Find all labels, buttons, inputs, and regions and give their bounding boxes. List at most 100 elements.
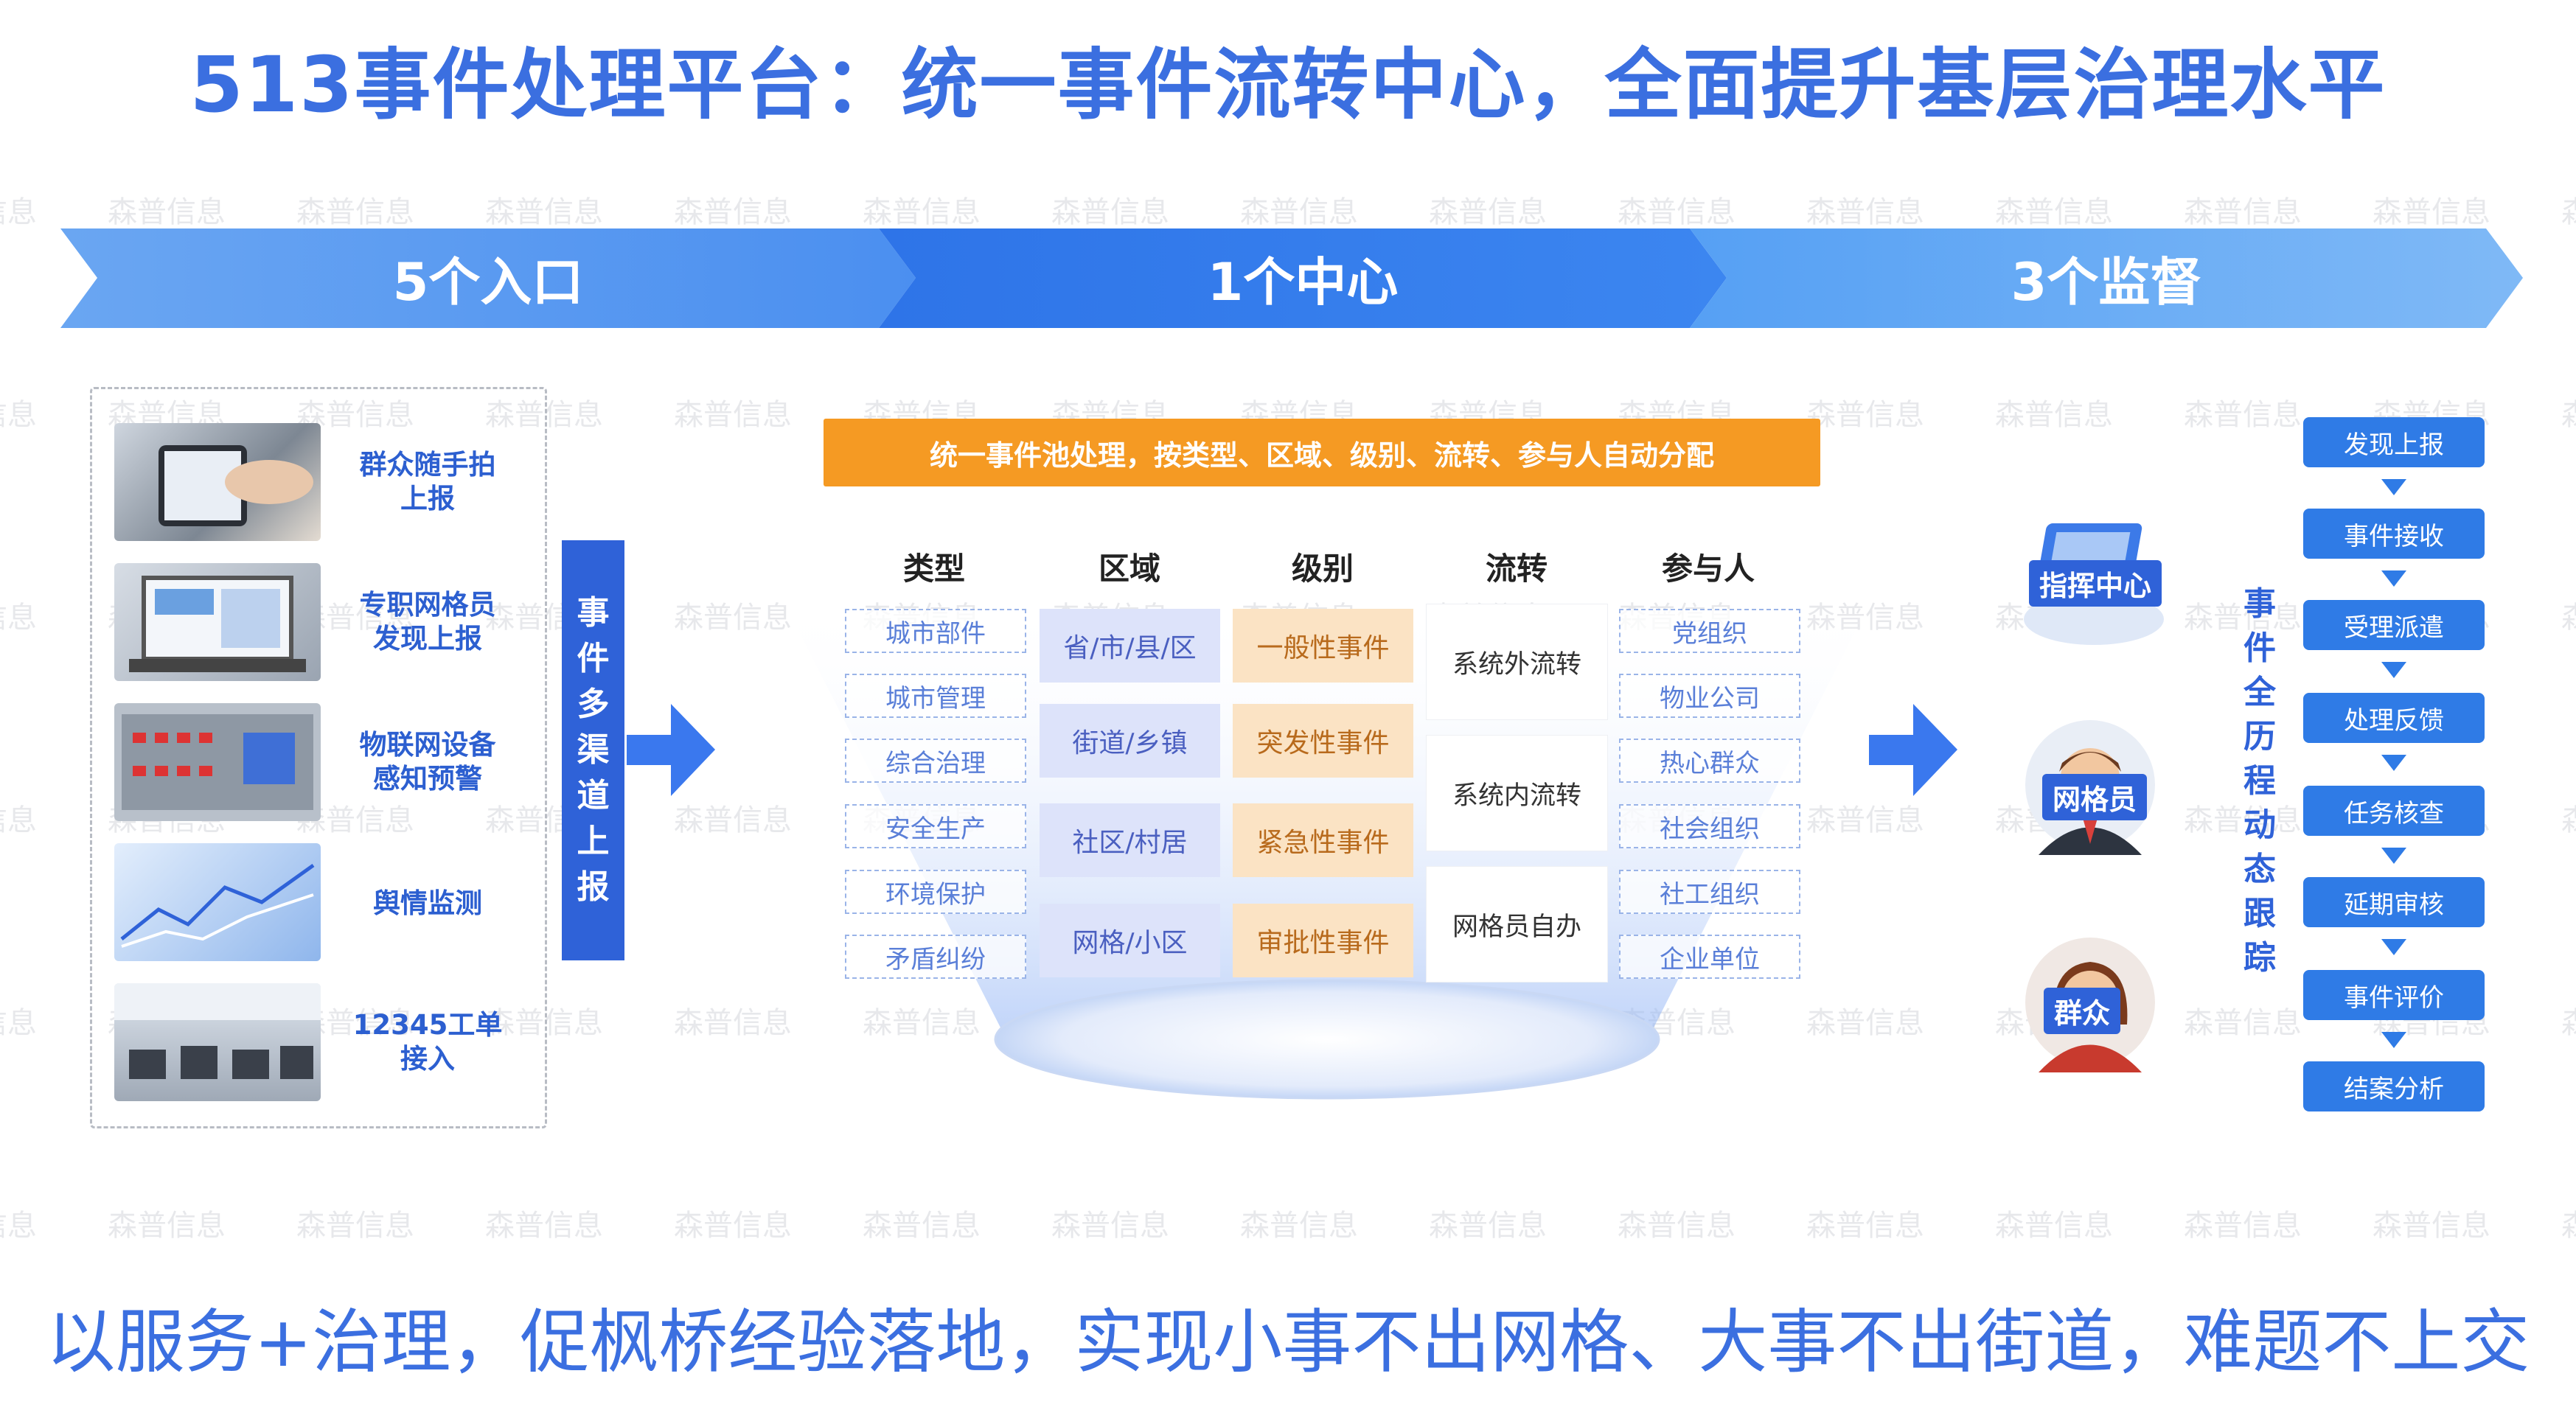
participant-cell: 社工组织	[1619, 870, 1800, 914]
watermark-text: 森普信息	[674, 1006, 792, 1040]
watermark-text: 森普信息	[1051, 195, 1169, 229]
participant-cell: 党组织	[1619, 609, 1800, 653]
watermark-text: 森普信息	[863, 1209, 981, 1243]
full-history-tracking-label: 事件全历程动态跟踪	[2243, 585, 2276, 977]
watermark-text: 森普信息	[674, 601, 792, 635]
watermark-text: 森普信息	[1806, 1209, 1924, 1243]
watermark-text: 森普信息	[2561, 188, 2576, 231]
page-title: 513事件处理平台：统一事件流转中心，全面提升基层治理水平	[189, 40, 2387, 130]
region-cell: 网格/小区	[1040, 904, 1220, 977]
watermark-text: 森普信息	[674, 398, 792, 432]
watermark-text: 森普信息	[1995, 195, 2113, 229]
watermark-text: 森普信息	[1240, 1209, 1358, 1243]
process-step: 处理反馈	[2303, 693, 2485, 743]
supervisor-label-citizen: 群众	[2044, 988, 2121, 1034]
region-cell: 省/市/县/区	[1040, 609, 1220, 683]
laptop-photo-image	[114, 563, 321, 681]
watermark-text: 森普信息	[1429, 1209, 1547, 1243]
column-header-level: 级别	[1291, 551, 1354, 587]
supervisor-label-command: 指挥中心	[2029, 560, 2162, 607]
phone-photo-image	[114, 423, 321, 541]
right-arrow-icon	[1869, 704, 1957, 796]
unified-pool-header: 统一事件池处理，按类型、区域、级别、流转、参与人自动分配	[824, 419, 1820, 486]
type-cell: 综合治理	[845, 739, 1026, 783]
column-header-flow: 流转	[1485, 551, 1548, 587]
banner-center-label: 1个中心	[1207, 252, 1399, 313]
flow-cell: 系统内流转	[1427, 736, 1607, 851]
flow-cell: 网格员自办	[1427, 867, 1607, 982]
level-cell: 紧急性事件	[1233, 803, 1413, 877]
watermark-text: 森普信息	[863, 195, 981, 229]
watermark-text: 森普信息	[296, 195, 414, 229]
banner-chevrons	[60, 228, 2523, 328]
entry-label-iot-alert: 物联网设备感知预警	[359, 729, 496, 795]
type-cell: 矛盾纠纷	[845, 935, 1026, 979]
watermark-text: 森普信息	[485, 1209, 603, 1243]
watermark-text: 森普信息	[485, 195, 603, 229]
process-step: 受理派遣	[2303, 600, 2485, 650]
participant-cell: 物业公司	[1619, 674, 1800, 718]
multi-channel-report-bar: 事件多渠道上报	[562, 540, 624, 960]
watermark-text: 森普信息	[2184, 1006, 2302, 1040]
sentiment-chart-image	[114, 843, 321, 961]
watermark-text: 森普信息	[1240, 195, 1358, 229]
down-arrow-icon	[2381, 939, 2406, 955]
watermark-text: 森普信息	[1618, 195, 1736, 229]
watermark-text: 森普信息	[2184, 195, 2302, 229]
down-arrow-icon	[2381, 848, 2406, 864]
iot-device-image	[114, 703, 321, 821]
entry-label-12345: 12345工单接入	[352, 1009, 503, 1075]
type-cell: 城市管理	[845, 674, 1026, 718]
down-arrow-icon	[2381, 479, 2406, 495]
watermark-text: 森普信息	[674, 803, 792, 837]
watermark-text: 森普信息	[2184, 398, 2302, 432]
process-step: 结案分析	[2303, 1061, 2485, 1111]
process-step: 事件接收	[2303, 509, 2485, 559]
entry-panel: 群众随手拍上报 专职网格员发现上报 物联网设备感知预警 舆情监测 12345工单…	[90, 387, 547, 1128]
watermark-text: 森普信息	[2561, 999, 2576, 1041]
watermark-text: 森普信息	[2561, 796, 2576, 839]
watermark-text: 森普信息	[674, 1209, 792, 1243]
watermark-text: 森普信息	[296, 1209, 414, 1243]
watermark-text: 森普信息	[0, 398, 37, 432]
watermark-text: 森普信息	[1618, 1209, 1736, 1243]
entry-label-citizen-photo: 群众随手拍上报	[359, 449, 496, 514]
column-header-region: 区域	[1098, 551, 1160, 587]
down-arrow-icon	[2381, 755, 2406, 771]
column-header-type: 类型	[902, 551, 965, 587]
down-arrow-icon	[2381, 662, 2406, 678]
right-arrow-icon	[627, 704, 715, 796]
watermark-text: 森普信息	[0, 803, 37, 837]
watermark-text: 森普信息	[0, 1006, 37, 1040]
summary-slogan: 以服务+治理，促枫桥经验落地，实现小事不出网格、大事不出街道，难题不上交	[46, 1302, 2530, 1383]
supervisor-label-grid-worker: 网格员	[2042, 774, 2148, 820]
watermark-text: 森普信息	[1995, 1209, 2113, 1243]
watermark-text: 森普信息	[2561, 391, 2576, 433]
entry-label-sentiment: 舆情监测	[373, 887, 482, 919]
banner-supervision-label: 3个监督	[2011, 252, 2202, 313]
participant-cell: 热心群众	[1619, 739, 1800, 783]
call-center-image	[114, 983, 321, 1101]
watermark-text: 森普信息	[0, 601, 37, 635]
process-step: 事件评价	[2303, 970, 2485, 1020]
watermark-text: 森普信息	[674, 195, 792, 229]
level-cell: 审批性事件	[1233, 904, 1413, 977]
level-cell: 突发性事件	[1233, 704, 1413, 778]
watermark-text: 森普信息	[108, 1209, 226, 1243]
watermark-text: 森普信息	[108, 195, 226, 229]
watermark-text: 森普信息	[2373, 195, 2490, 229]
watermark-text: 森普信息	[1806, 195, 1924, 229]
level-cell: 一般性事件	[1233, 609, 1413, 683]
process-step: 延期审核	[2303, 877, 2485, 927]
down-arrow-icon	[2381, 1032, 2406, 1048]
participant-cell: 社会组织	[1619, 804, 1800, 848]
banner-entries-label: 5个入口	[392, 252, 584, 313]
down-arrow-icon	[2381, 570, 2406, 587]
watermark-text: 森普信息	[1429, 195, 1547, 229]
process-step: 任务核查	[2303, 786, 2485, 836]
watermark-text: 森普信息	[1995, 398, 2113, 432]
flow-cell: 系统外流转	[1427, 604, 1607, 719]
stage-banner: 5个入口 1个中心 3个监督	[60, 228, 2523, 328]
watermark-text: 森普信息	[2561, 1201, 2576, 1244]
type-cell: 环境保护	[845, 870, 1026, 914]
